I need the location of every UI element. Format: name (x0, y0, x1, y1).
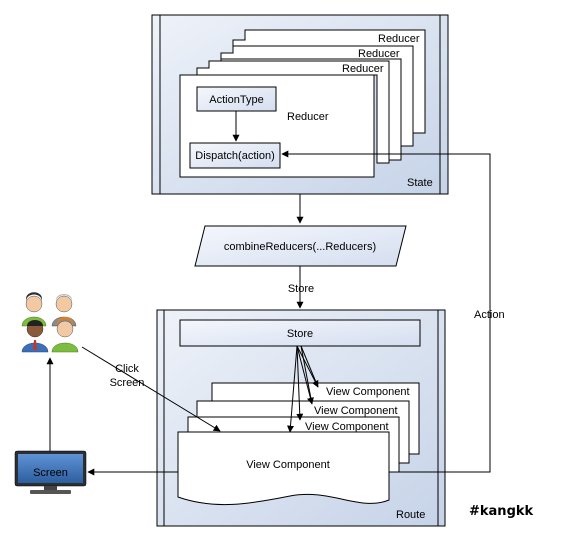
action-type-node: ActionType (209, 94, 263, 106)
dispatch-node: Dispatch(action) (195, 150, 274, 162)
reducer-label-1: Reducer (378, 33, 420, 45)
view-component-stack: View Component View Component View Compo… (177, 382, 420, 506)
route-store-node: Store (179, 319, 421, 347)
reducer-main-label: Reducer (287, 111, 329, 123)
reducer-label-3: Reducer (342, 63, 384, 75)
combine-reducers-label: combineReducers(...Reducers) (224, 241, 376, 253)
reducer-label-2: Reducer (358, 48, 400, 60)
screen-label-edge: Screen (110, 377, 145, 389)
reducer-stack: Reducer Reducer Reducer Reducer ActionTy… (179, 29, 426, 178)
view-component-label-2: View Component (314, 405, 398, 417)
click-screen-arrow (81, 346, 221, 432)
reducer-main: Reducer ActionType Dispatch(action) (179, 74, 375, 178)
view-component-main: View Component (177, 431, 390, 506)
view-component-label-3: View Component (305, 421, 389, 433)
monitor-icon: Screen (14, 450, 87, 494)
screen-node-label: Screen (33, 467, 68, 479)
store-edge-label: Store (288, 283, 314, 295)
state-label: State (407, 177, 433, 189)
route-store-label: Store (287, 328, 313, 340)
action-feedback-arrow (281, 150, 491, 473)
combine-reducers-node: combineReducers(...Reducers) (194, 225, 407, 267)
click-label: Click (115, 363, 139, 375)
view-component-label-1: View Component (326, 386, 410, 398)
reducer-card-front: Reducer (196, 58, 402, 164)
store-to-view-arrows (287, 345, 319, 433)
action-edge-label: Action (474, 309, 505, 321)
users-icon (21, 292, 79, 353)
view-component-main-label: View Component (246, 459, 330, 471)
watermark-text: #kangkk (469, 504, 534, 519)
route-label: Route (396, 509, 425, 521)
